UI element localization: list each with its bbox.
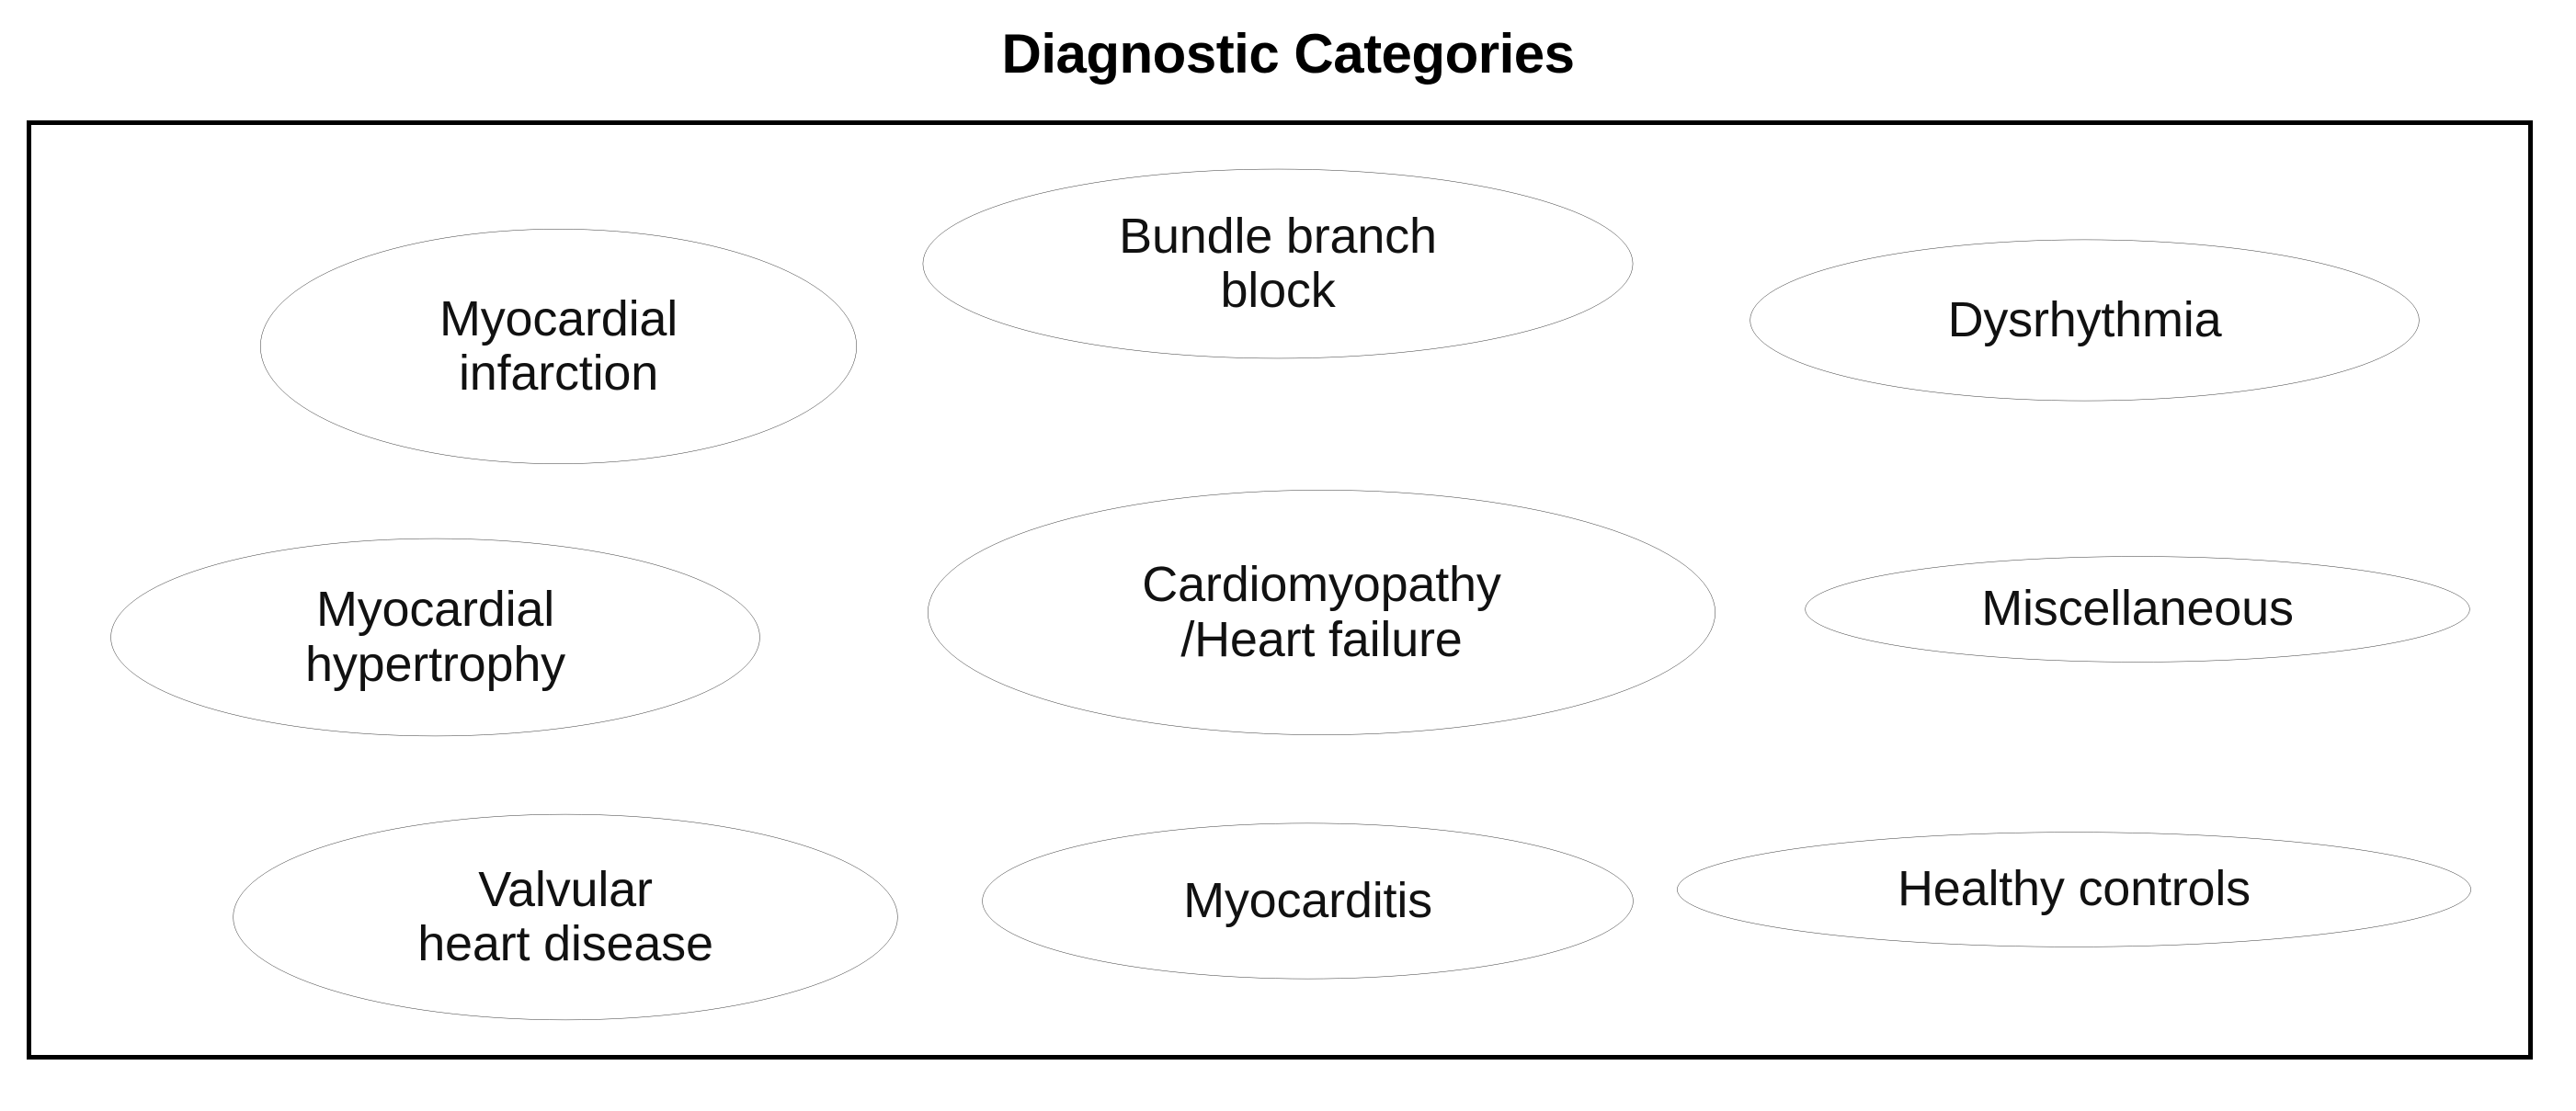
- node-label: Myocardial infarction: [439, 290, 678, 401]
- node-valvular-heart-disease[interactable]: Valvular heart disease: [230, 813, 901, 1021]
- ellipse-shape-icon: [230, 813, 901, 1021]
- diagram-frame: Myocardial infarction Bundle branch bloc…: [27, 120, 2533, 1060]
- node-myocardial-infarction[interactable]: Myocardial infarction: [257, 228, 860, 465]
- node-label: Dysrhythmia: [1947, 291, 2222, 347]
- node-dysrhythmia[interactable]: Dysrhythmia: [1747, 239, 2422, 402]
- node-label: Bundle branch block: [1119, 208, 1437, 318]
- node-cardiomyopathy-heart-failure[interactable]: Cardiomyopathy /Heart failure: [924, 489, 1719, 736]
- node-label: Cardiomyopathy /Heart failure: [1142, 557, 1501, 667]
- node-label: Healthy controls: [1898, 861, 2251, 917]
- ellipse-shape-icon: [1802, 556, 2473, 663]
- ellipse-shape-icon: [257, 228, 860, 465]
- node-myocardial-hypertrophy[interactable]: Myocardial hypertrophy: [108, 538, 763, 737]
- ellipse-shape-icon: [108, 538, 763, 737]
- node-label: Myocarditis: [1183, 872, 1432, 928]
- node-myocarditis[interactable]: Myocarditis: [979, 822, 1636, 980]
- node-miscellaneous[interactable]: Miscellaneous: [1802, 556, 2473, 663]
- node-label: Miscellaneous: [1981, 581, 2294, 637]
- ellipse-shape-icon: [979, 822, 1636, 980]
- node-bundle-branch-block[interactable]: Bundle branch block: [919, 168, 1636, 359]
- ellipse-shape-icon: [919, 168, 1636, 359]
- node-label: Valvular heart disease: [417, 861, 713, 971]
- ellipse-shape-icon: [1673, 832, 2475, 947]
- ellipse-shape-icon: [924, 489, 1719, 736]
- node-label: Myocardial hypertrophy: [305, 582, 565, 692]
- node-healthy-controls[interactable]: Healthy controls: [1673, 832, 2475, 947]
- ellipse-shape-icon: [1747, 239, 2422, 402]
- figure-title: Diagnostic Categories: [1001, 23, 1576, 85]
